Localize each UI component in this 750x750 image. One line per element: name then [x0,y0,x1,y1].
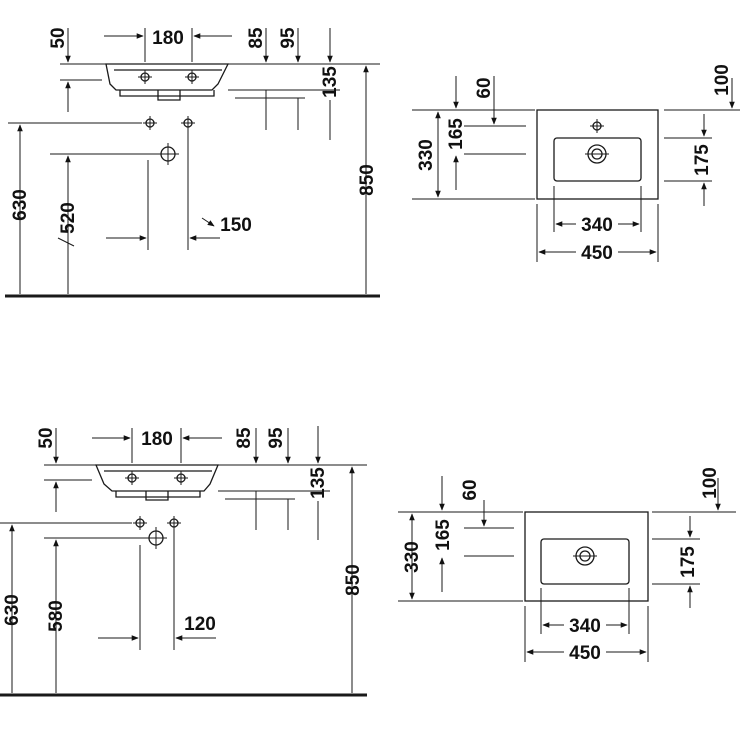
dim-630-label: 630 [10,189,31,221]
top-side-view: 50 180 85 95 135 630 520 150 850 [5,27,380,298]
dim-100-label: 100 [712,64,733,96]
basin-profile [95,464,219,492]
dim-165-label: 165 [433,519,454,551]
dim-85-label: 85 [234,427,255,449]
dim-100-label: 100 [700,467,721,499]
dim-340-label: 340 [569,616,601,637]
dim-850-label: 850 [357,164,378,196]
basin-foot [115,491,201,498]
tap-hole-marker [138,70,199,84]
basin-plan-outline [524,511,649,602]
dim-135-label: 135 [320,66,341,98]
basin-bowl [540,538,630,585]
waste-outlet [145,491,169,501]
dim-450-label: 450 [569,643,601,664]
dim-330-label: 330 [402,541,423,573]
basin-profile [105,63,230,91]
dim-95-label: 95 [266,427,287,449]
dim-85-label: 85 [246,27,267,49]
dim-60-label: 60 [474,77,495,98]
bottom-side-view: 50 180 85 95 135 630 580 120 850 [0,426,367,697]
dim-50-label: 50 [48,27,69,48]
basin-plan-outline [536,109,659,200]
dim-580-label: 580 [46,600,67,632]
supply-connection-marker [133,516,181,530]
dim-340-label: 340 [581,215,613,236]
dim-165-label: 165 [446,118,467,150]
basin-foot [119,90,215,97]
supply-connection-marker [143,116,195,130]
waste-connection-marker [157,143,179,165]
tap-hole-marker [125,471,188,485]
basin-bowl [553,137,642,182]
dim-180-label: 180 [152,28,184,49]
dim-330-label: 330 [416,139,437,171]
waste-outlet [157,90,181,101]
dim-135-label: 135 [308,467,329,499]
dim-850-label: 850 [343,564,364,596]
dim-450-label: 450 [581,243,613,264]
dim-95-label: 95 [278,27,299,49]
dim-60-label: 60 [460,479,481,500]
dim-50-label: 50 [36,427,57,448]
dim-180-label: 180 [141,429,173,450]
dim-175-label: 175 [678,546,699,578]
dim-150-label: 150 [220,215,252,236]
tap-hole-marker [590,119,604,133]
dim-520-label: 520 [58,202,79,234]
top-plan-view: 330 60 165 100 175 340 450 [412,64,740,264]
bottom-plan-view: 330 60 165 100 175 340 450 [398,467,736,664]
waste-connection-marker [145,527,167,549]
dim-630-label: 630 [2,594,23,626]
waste-outlet-marker [573,546,597,566]
dim-175-label: 175 [692,144,713,176]
dim-120-label: 120 [184,614,216,635]
waste-outlet-marker [585,144,609,164]
